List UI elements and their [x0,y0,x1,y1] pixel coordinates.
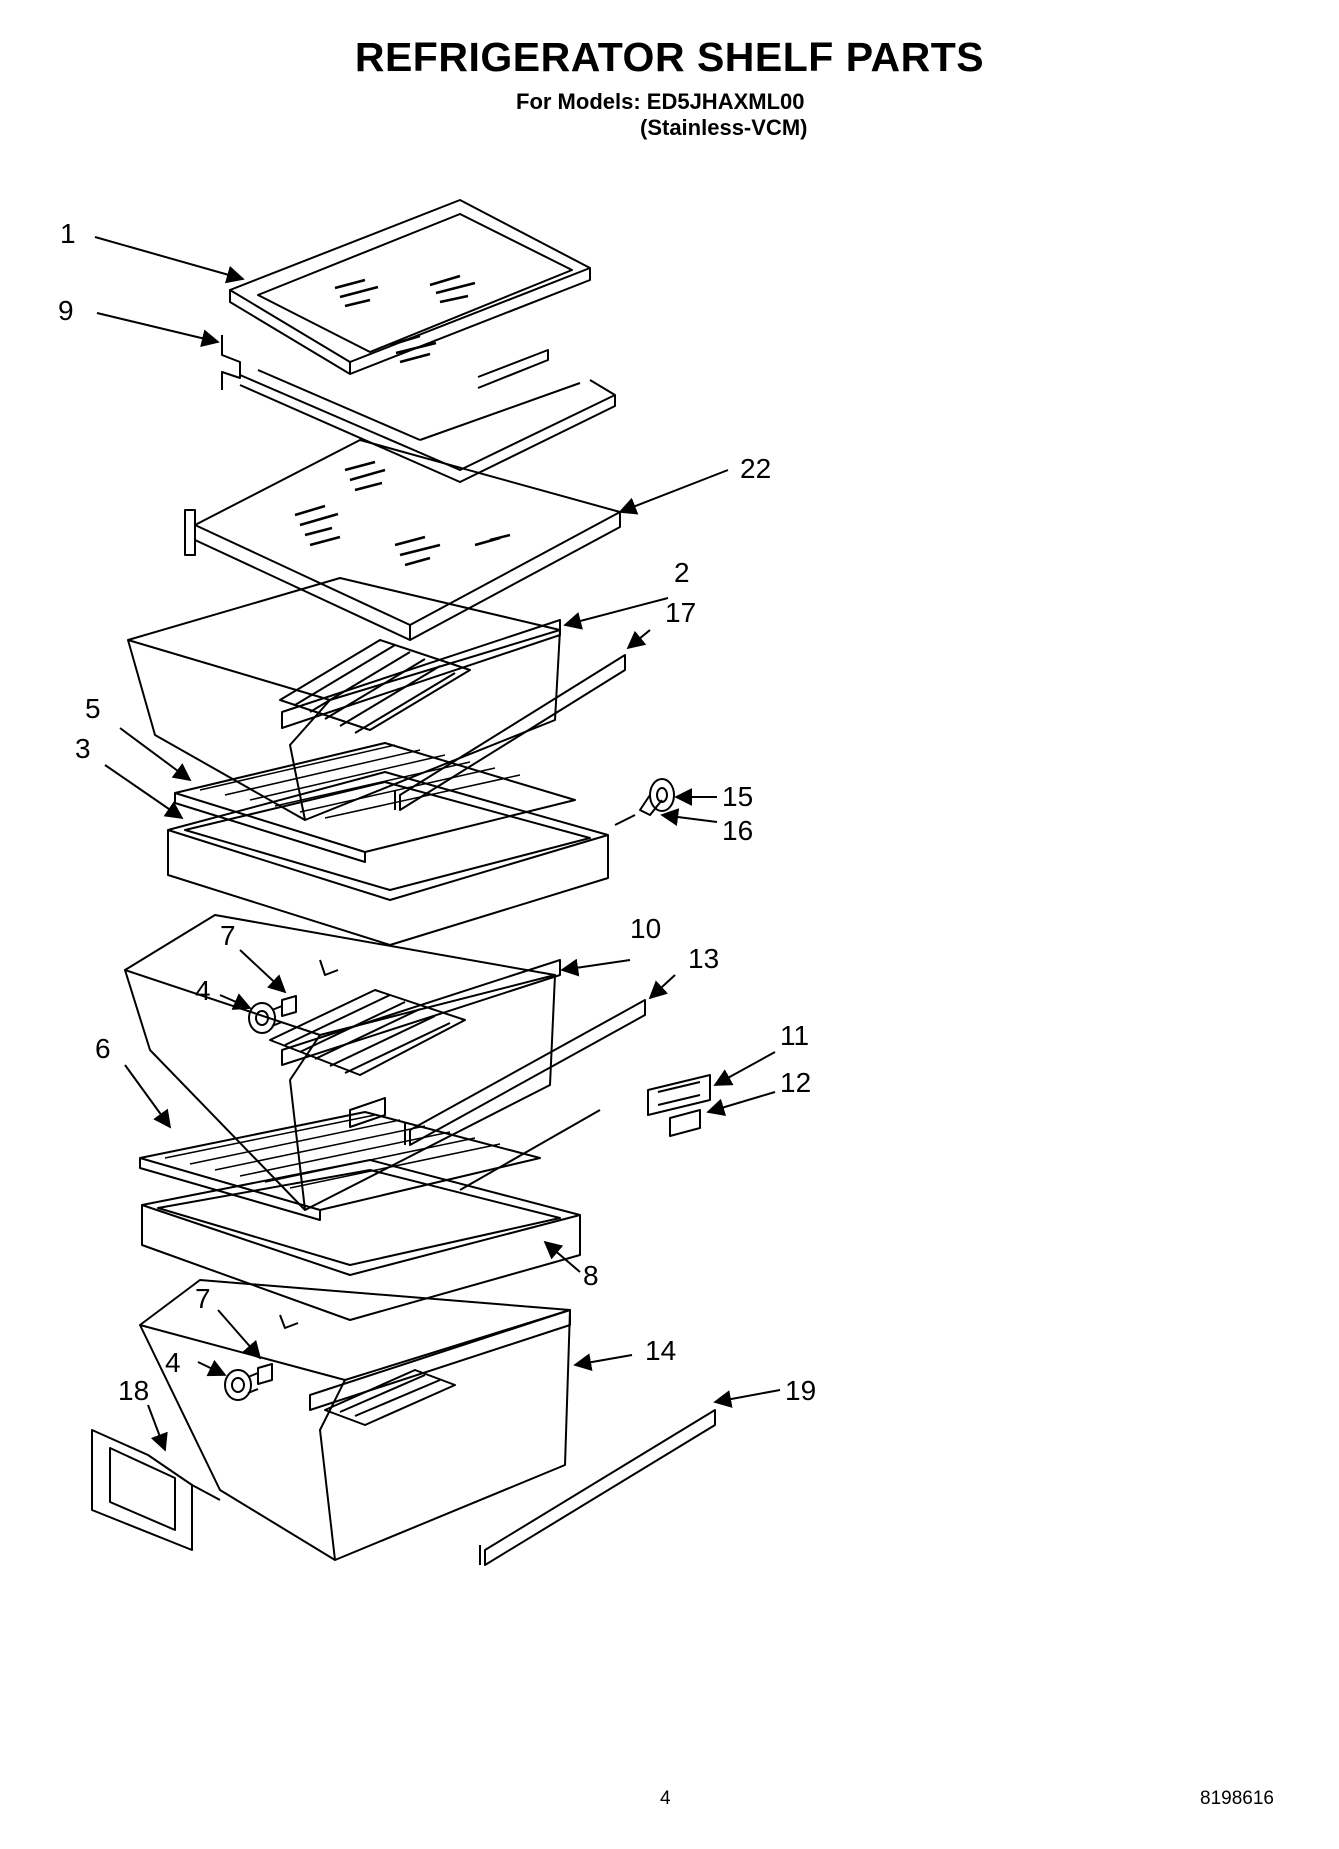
callout-13: 13 [688,943,719,974]
leader-7a [239,949,287,994]
part-12-clip [669,1109,701,1137]
page-number: 4 [660,1788,671,1809]
part-1-glass-shelf [229,199,591,389]
callout-8: 8 [583,1260,599,1291]
callout-4: 4 [165,1347,181,1378]
document-number: 8198616 [1200,1788,1274,1809]
part-13-trim-rod [404,999,646,1146]
leader-8 [543,1240,581,1273]
callout-17: 17 [665,597,696,628]
part-10-crisper-drawer [124,914,561,1211]
leader-lines [94,236,781,1452]
leader-22 [618,469,729,515]
leader-4a [219,993,252,1010]
part-19-trim-rod [479,1409,716,1566]
part-4-roller-upper [248,1002,283,1034]
callout-5: 5 [85,693,101,724]
callout-3: 3 [75,733,91,764]
part-4-roller-lower [224,1369,259,1401]
leader-4b [197,1359,227,1377]
callout-numbers: 1 9 22 2 17 5 3 15 16 7 10 13 4 6 11 12 … [58,218,816,1406]
part-15-roller [649,778,675,812]
leader-1 [94,236,245,284]
leader-17 [626,629,651,650]
part-18-label-frame [91,1429,221,1551]
callout-9: 9 [58,295,74,326]
part-12-leader-line [459,1109,601,1191]
callout-18: 18 [118,1375,149,1406]
page-title: REFRIGERATOR SHELF PARTS [354,34,985,80]
leader-7b [217,1309,262,1360]
part-7-axle-upper [281,995,297,1017]
part-6-glass-insert [139,1111,541,1221]
leader-10 [560,958,631,977]
callout-1: 1 [60,218,76,249]
part-14-crisper-drawer [139,1279,571,1561]
leader-2 [563,597,669,630]
leader-5 [119,727,192,782]
callout-16: 16 [722,815,753,846]
leader-12 [706,1091,776,1116]
callout-4: 4 [195,975,211,1006]
callout-2: 2 [674,557,690,588]
leader-13 [648,974,676,1000]
callout-12: 12 [780,1067,811,1098]
leader-6 [124,1064,172,1129]
callout-10: 10 [630,913,661,944]
callout-14: 14 [645,1335,676,1366]
leader-3 [104,764,184,820]
variant-line: (Stainless-VCM) [640,115,808,140]
callout-7: 7 [195,1283,211,1314]
part-11-bracket [647,1074,711,1116]
part-8-crisper-cover-frame [141,1159,581,1321]
leader-14 [573,1353,633,1372]
part-17-trim-rod [394,654,626,811]
callout-15: 15 [722,781,753,812]
callout-6: 6 [95,1033,111,1064]
callout-7: 7 [220,920,236,951]
leader-19 [713,1389,781,1408]
leader-18 [147,1404,168,1452]
part-2-crisper-drawer [127,577,561,821]
part-22-glass-shelf [184,439,621,641]
leader-9 [96,312,220,347]
leader-16 [660,808,718,826]
callout-19: 19 [785,1375,816,1406]
callout-11: 11 [780,1020,809,1051]
part-7-axle-lower [257,1363,273,1385]
models-line: For Models: ED5JHAXML00 [516,89,805,114]
part-16-axle [614,794,663,826]
callout-22: 22 [740,453,771,484]
part-9-shelf-frame [221,335,616,483]
leader-11 [713,1051,776,1086]
